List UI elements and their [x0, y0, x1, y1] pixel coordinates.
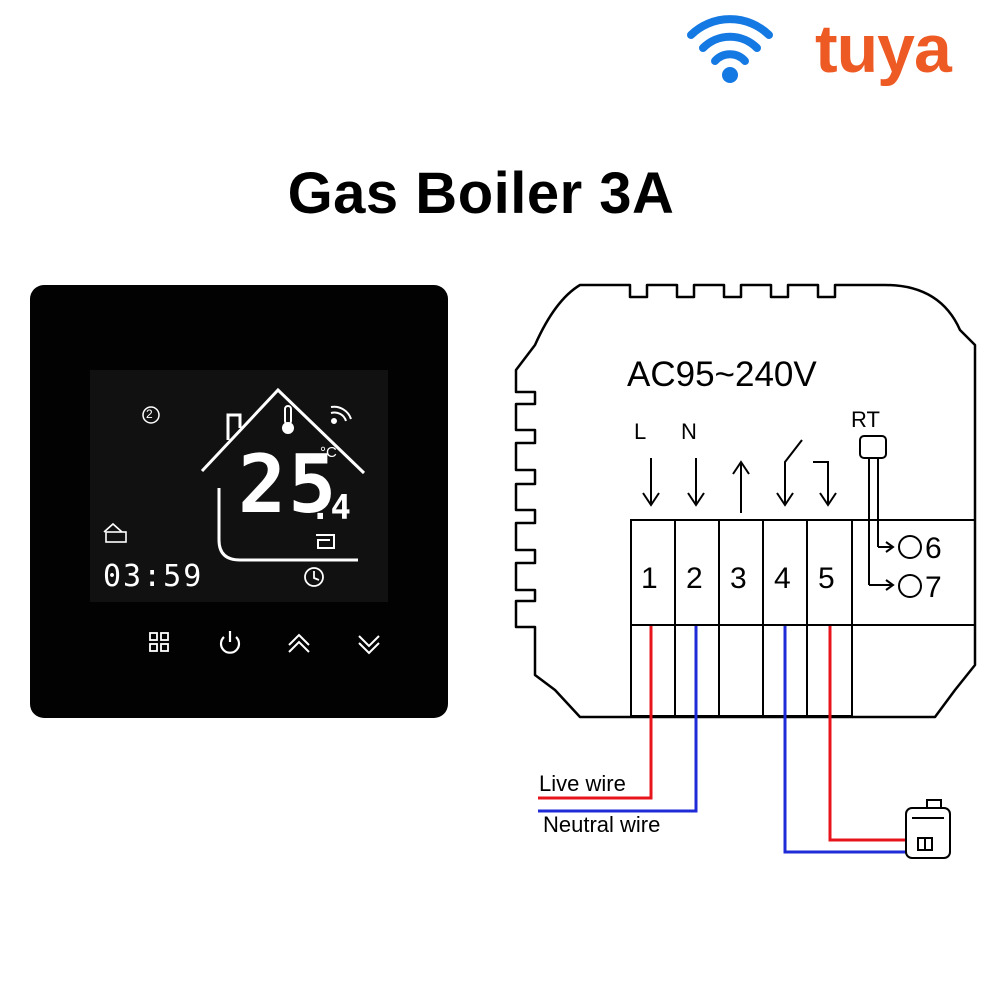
wifi-logo-icon [687, 15, 773, 83]
line-terminal-label: L [634, 419, 647, 444]
thermostat-screen [90, 370, 388, 602]
rt-sensor-icon [859, 435, 922, 598]
down-button[interactable] [358, 635, 380, 655]
sensor-label: RT [851, 407, 880, 432]
live-wire-line [538, 626, 653, 800]
brand-logo: tuya [815, 11, 952, 87]
power-button[interactable] [219, 631, 241, 654]
neutral-wire-line [538, 626, 698, 813]
voltage-label: AC95~240V [627, 355, 817, 394]
neutral-terminal-label: N [681, 419, 697, 444]
gas-boiler-icon [905, 799, 951, 859]
sensor-terminal-7: 7 [925, 571, 942, 604]
home-mode-icon [103, 522, 127, 543]
time-display: 03:59 [103, 559, 204, 594]
terminal-1: 1 [641, 562, 658, 595]
heating-icon [316, 534, 335, 549]
terminal-2: 2 [686, 562, 703, 595]
thermometer-icon [282, 405, 294, 434]
neutral-wire-label: Neutral wire [543, 812, 661, 837]
house-outline-icon [200, 387, 366, 562]
clock-icon [304, 567, 324, 587]
boiler-neutral-line [783, 626, 907, 854]
live-wire-label: Live wire [539, 771, 626, 796]
page-title: Gas Boiler 3A [287, 161, 675, 226]
direction-arrows [642, 439, 837, 513]
program-number: 2 [146, 407, 153, 421]
terminal-5: 5 [818, 562, 835, 595]
temperature-unit: °C [320, 444, 337, 461]
program-indicator-icon [142, 406, 160, 424]
terminal-block [630, 519, 975, 717]
temperature-main: 25 [238, 438, 339, 531]
terminal-3: 3 [730, 562, 747, 595]
temperature-decimal: .4 [310, 488, 351, 528]
up-button[interactable] [288, 633, 310, 653]
boiler-live-line [828, 626, 907, 842]
terminal-4: 4 [774, 562, 791, 595]
menu-button[interactable] [149, 632, 169, 652]
wifi-signal-icon [330, 405, 352, 424]
thermostat-device [30, 285, 448, 718]
sensor-terminal-6: 6 [925, 532, 942, 565]
wiring-module-housing [514, 283, 977, 719]
